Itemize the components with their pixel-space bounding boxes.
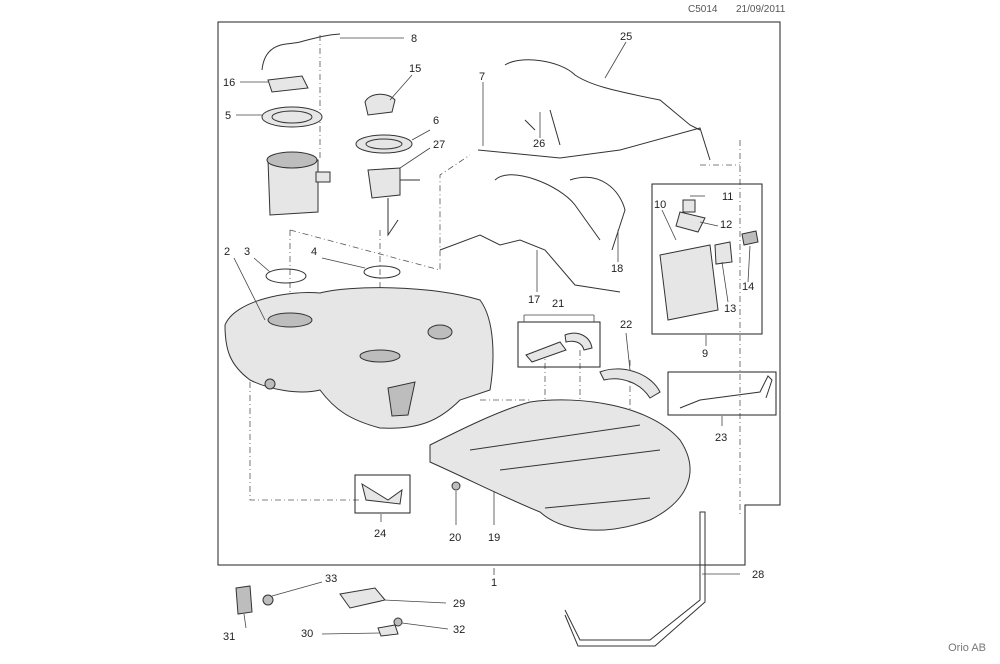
fuel-lines (439, 59, 711, 293)
callout-1: 1 (491, 577, 497, 589)
callout-23: 23 (715, 432, 727, 444)
bracket-31 (235, 585, 253, 615)
pad-group-box-24 (354, 474, 411, 514)
callout-9: 9 (702, 348, 708, 360)
callout-20: 20 (449, 532, 461, 544)
callout-30: 30 (301, 628, 313, 640)
callout-33: 33 (325, 573, 337, 585)
strap-23 (679, 375, 773, 409)
callout-7: 7 (479, 71, 485, 83)
callout-14: 14 (742, 281, 754, 293)
callout-12: 12 (720, 219, 732, 231)
callout-32: 32 (453, 624, 465, 636)
brand-footer: Orio AB (948, 642, 986, 654)
fuel-level-sender (355, 93, 420, 237)
callout-15: 15 (409, 63, 421, 75)
heat-shield (429, 399, 691, 531)
diagram-code: C5014 (688, 4, 718, 15)
evap-canister (659, 199, 759, 321)
callout-28: 28 (752, 569, 764, 581)
diagram-date: 21/09/2011 (736, 4, 786, 15)
module-29 (339, 587, 386, 609)
screw-32 (393, 617, 403, 627)
nut-20 (451, 481, 461, 491)
strap-group-box-23 (667, 371, 777, 416)
pad-21-left (525, 341, 567, 363)
bracket-22 (599, 368, 661, 399)
pad-21-right (564, 332, 593, 351)
callout-16: 16 (223, 77, 235, 89)
callout-31: 31 (223, 631, 235, 643)
canister-group-box (651, 183, 763, 335)
pad-24 (361, 482, 403, 505)
callout-13: 13 (724, 303, 736, 315)
callout-11: 11 (722, 191, 733, 203)
tank-strap-28 (564, 511, 706, 647)
callout-27: 27 (433, 139, 445, 151)
o-ring-3 (265, 268, 307, 284)
callout-4: 4 (311, 246, 317, 258)
callout-2: 2 (224, 246, 230, 258)
callout-17: 17 (528, 294, 540, 306)
main-assembly-frame (217, 21, 781, 566)
callout-21: 21 (552, 298, 564, 310)
callout-24: 24 (374, 528, 386, 540)
callout-5: 5 (225, 110, 231, 122)
fuel-tank (224, 287, 494, 429)
callout-3: 3 (244, 246, 250, 258)
pad-group-box-21 (517, 321, 601, 368)
callout-6: 6 (433, 115, 439, 127)
clip-30 (377, 624, 399, 637)
grommet-33 (262, 594, 274, 606)
callout-22: 22 (620, 319, 632, 331)
callout-8: 8 (411, 33, 417, 45)
callout-18: 18 (611, 263, 623, 275)
small-parts (235, 585, 403, 637)
callout-leaders (233, 37, 751, 635)
callout-29: 29 (453, 598, 465, 610)
o-ring-4 (363, 265, 401, 279)
callout-19: 19 (488, 532, 500, 544)
callout-10: 10 (654, 199, 666, 211)
callout-labels: 1 2 3 4 5 6 7 8 9 10 11 12 13 14 15 16 1… (223, 31, 764, 643)
callout-26: 26 (533, 138, 545, 150)
callout-25: 25 (620, 31, 632, 43)
fuel-pump-module (261, 33, 341, 216)
